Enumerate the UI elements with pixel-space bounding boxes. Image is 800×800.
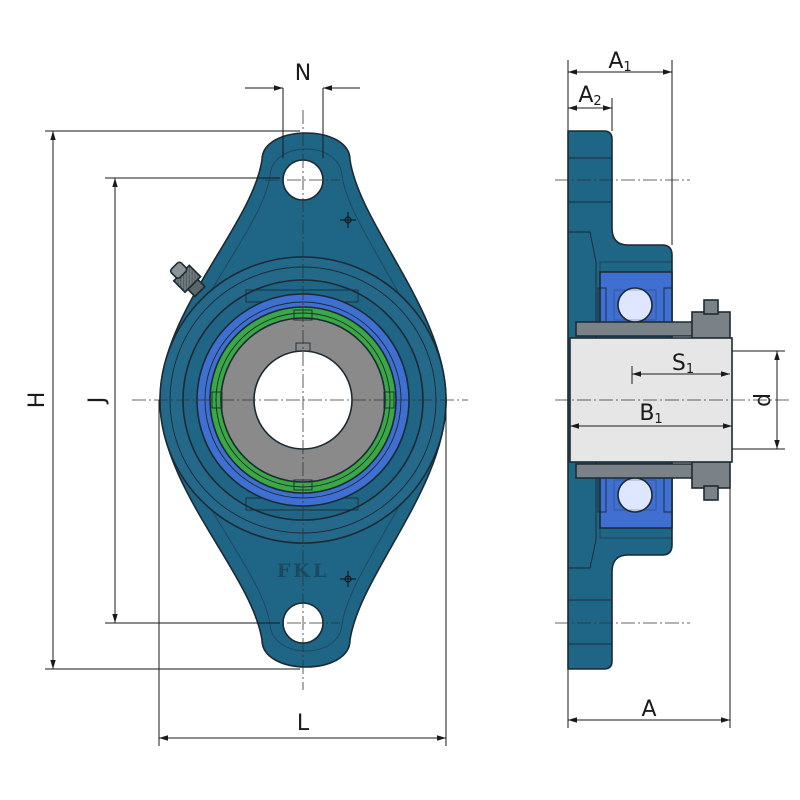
dim-h-label: H — [25, 392, 50, 409]
brand-logo: FKL — [277, 560, 329, 582]
front-dimensions: N H J L — [25, 61, 447, 746]
locking-collar — [691, 299, 731, 501]
dim-a1-label: A1 — [608, 49, 631, 75]
dim-s1-label: S1 — [672, 351, 694, 377]
dim-d-label: d — [751, 393, 776, 407]
dim-l-label: L — [297, 711, 310, 736]
dim-n-label: N — [295, 61, 311, 86]
side-dimensions: A1 A2 A S1 B1 d — [567, 49, 785, 728]
grease-nipple-icon — [169, 261, 206, 298]
dim-j-label: J — [85, 397, 110, 406]
upper-bearing-section — [575, 271, 702, 337]
center-mark-bottom — [340, 571, 356, 587]
dim-b1-label: B1 — [639, 401, 662, 427]
side-view — [555, 130, 790, 670]
lower-bearing-section — [575, 463, 702, 529]
front-view: FKL — [132, 110, 468, 690]
dim-a-label: A — [641, 697, 656, 722]
side-bolt-section-bottom — [567, 599, 613, 645]
center-mark-top — [340, 212, 356, 228]
dim-a2-label: A2 — [578, 83, 601, 109]
